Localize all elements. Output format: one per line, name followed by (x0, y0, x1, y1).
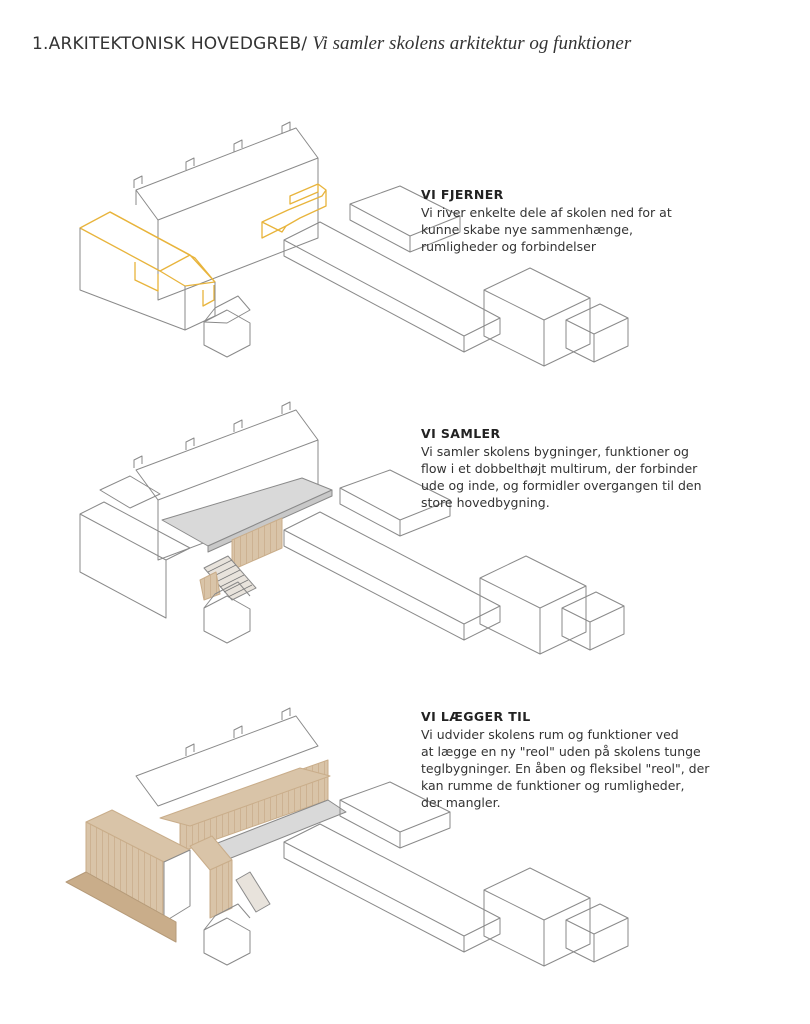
step-gather-title: VI SAMLER (421, 426, 501, 441)
diagram-add (65, 707, 629, 967)
step-add-body: Vi udvider skolens rum og funktioner ved… (421, 727, 710, 810)
long-wing (283, 185, 629, 367)
step-add: VI LÆGGER TIL Vi udvider skolens rum og … (421, 709, 741, 811)
page-title-sub: Vi samler skolens arkitektur og funktion… (312, 33, 632, 54)
stair (203, 555, 257, 601)
main-building (133, 121, 319, 301)
step-remove: VI FJERNER Vi river enkelte dele af skol… (421, 187, 741, 255)
diagram-gather (79, 401, 625, 655)
removed-left-wing (79, 211, 216, 307)
step-gather-body: Vi samler skolens bygninger, funktioner … (421, 444, 702, 510)
page-title-main: 1.ARKITEKTONISK HOVEDGREB/ (32, 34, 308, 54)
page-title: 1.ARKITEKTONISK HOVEDGREB/ Vi samler sko… (32, 34, 631, 53)
step-gather: VI SAMLER Vi samler skolens bygninger, f… (421, 426, 741, 511)
step-remove-body: Vi river enkelte dele af skolen ned for … (421, 205, 672, 254)
step-remove-title: VI FJERNER (421, 187, 504, 202)
diagram-remove (79, 121, 629, 367)
step-add-title: VI LÆGGER TIL (421, 709, 531, 724)
removed-connector (261, 183, 327, 239)
